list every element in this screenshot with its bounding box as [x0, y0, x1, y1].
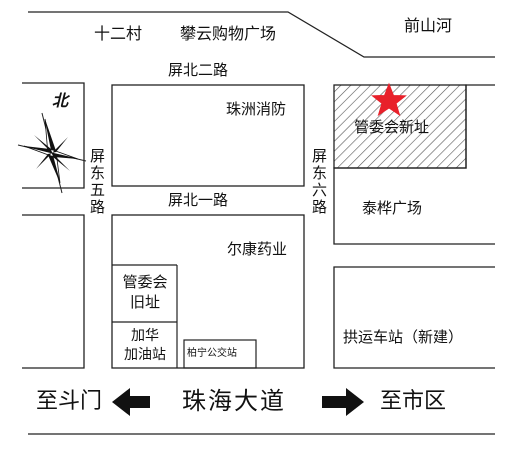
label-old-office: 管委会 旧址 [122, 273, 168, 312]
label-village: 十二村 [94, 24, 143, 43]
block-plaza [333, 84, 495, 245]
label-new-office[interactable]: 管委会新址 [354, 118, 430, 136]
direction-right-label: 至市区 [380, 389, 447, 414]
label-mall: 攀云购物广场 [180, 24, 277, 43]
label-gas-station: 加华 加油站 [124, 328, 166, 363]
block-left-upper [22, 82, 85, 189]
label-bus-terminal: 拱运车站（新建） [343, 328, 464, 346]
arrow-right-icon [322, 388, 364, 416]
road-east-5: 屏东五路 [88, 148, 106, 216]
road-main-avenue: 珠海大道 [182, 387, 286, 415]
road-north-2: 屏北二路 [168, 61, 229, 79]
block-fire-station [111, 84, 305, 187]
road-east-6: 屏东六路 [310, 148, 328, 216]
label-pharmacy: 尔康药业 [227, 240, 288, 258]
new-office-star-icon[interactable] [371, 82, 407, 117]
compass-north-label: 北 [52, 91, 69, 110]
label-bus-station: 柏宁公交站 [187, 348, 237, 359]
block-left-lower [22, 214, 85, 369]
label-river: 前山河 [404, 16, 453, 35]
arrow-left-icon [112, 388, 150, 416]
road-north-1: 屏北一路 [168, 191, 229, 209]
north-boundary-line [28, 11, 495, 58]
label-plaza: 泰桦广场 [362, 199, 423, 217]
label-fire-station: 珠洲消防 [226, 100, 287, 118]
direction-left-label: 至斗门 [36, 389, 103, 414]
block-bus-station [183, 339, 257, 369]
block-bus-terminal [333, 266, 495, 369]
compass-rose-icon [17, 112, 87, 194]
